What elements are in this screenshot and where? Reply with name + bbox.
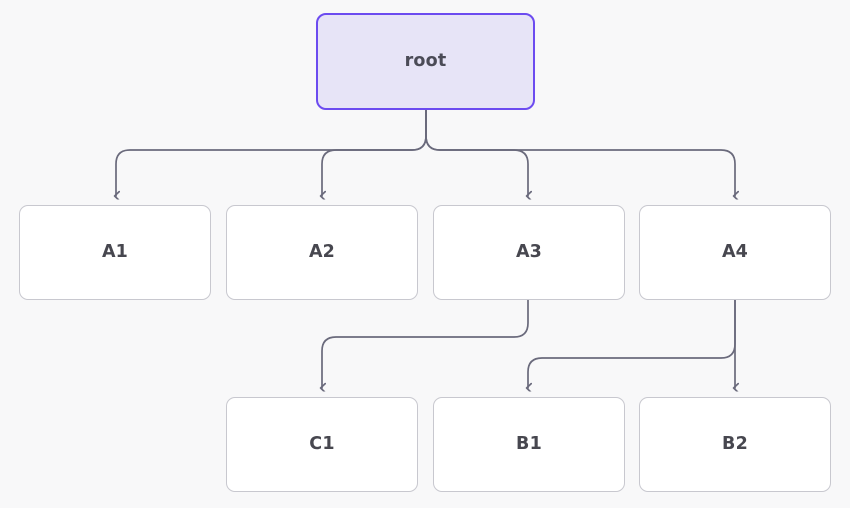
node-root[interactable]: root (316, 13, 535, 110)
node-label-a2: A2 (308, 241, 336, 262)
node-b1[interactable]: B1 (433, 397, 625, 492)
node-label-a3: A3 (515, 241, 543, 262)
node-c1[interactable]: C1 (226, 397, 418, 492)
node-a4[interactable]: A4 (639, 205, 831, 300)
edge-root-A3 (425, 109, 528, 196)
node-label-c1: C1 (309, 433, 335, 454)
node-label-a1: A1 (101, 241, 129, 262)
node-label-b1: B1 (516, 433, 542, 454)
node-a2[interactable]: A2 (226, 205, 418, 300)
node-a3[interactable]: A3 (433, 205, 625, 300)
node-a1[interactable]: A1 (19, 205, 211, 300)
edge-A3-C1 (322, 299, 529, 388)
edge-root-A4 (425, 109, 735, 196)
node-label-b2: B2 (722, 433, 748, 454)
edge-root-A2 (322, 109, 427, 196)
node-b2[interactable]: B2 (639, 397, 831, 492)
edge-A4-B1 (528, 299, 736, 388)
node-label-root: root (404, 50, 447, 71)
node-label-a4: A4 (721, 241, 749, 262)
edge-root-A1 (116, 109, 427, 196)
